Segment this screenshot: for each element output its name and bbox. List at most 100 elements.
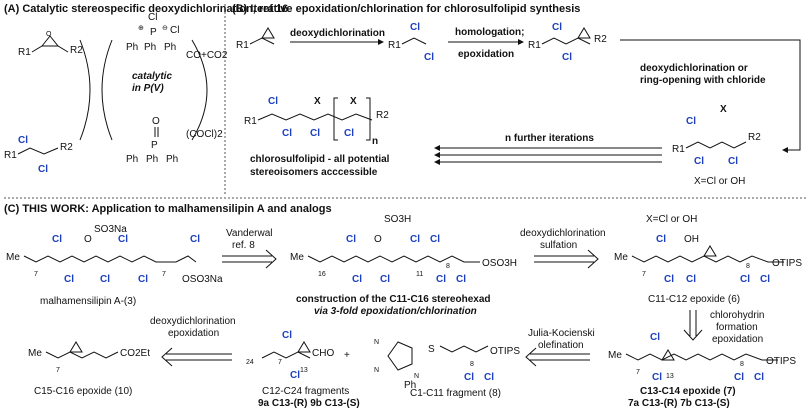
c-cl-13: Cl <box>456 274 466 285</box>
b-n: n <box>372 136 378 147</box>
c-fragments9-1: C12-C24 fragments <box>262 386 349 397</box>
c-13-2: 13 <box>300 367 308 374</box>
ph-mid: Ph <box>144 42 156 53</box>
b-x: X <box>720 104 727 115</box>
c-cl-9: Cl <box>380 274 390 285</box>
c-cl-20: Cl <box>652 372 662 383</box>
c-o-2: O <box>374 234 382 245</box>
r1-label: R1 <box>18 47 31 58</box>
c-so3na: SO3Na <box>94 224 127 235</box>
phosphine-oxide: O P Ph Ph Ph <box>126 116 178 165</box>
cycle-arrow-right <box>191 39 208 141</box>
c-epoxide10: C15-C16 epoxide (10) <box>34 386 132 397</box>
b-x-2: X <box>314 96 321 107</box>
byproduct-label: CO+CO2 <box>186 50 228 61</box>
epoxide-10-structure: Me 7 CO2Et <box>28 341 150 374</box>
c-otips-2: OTIPS <box>766 356 796 367</box>
c-8-3: 8 <box>740 361 744 368</box>
cycle-arrow-left <box>101 39 113 141</box>
b-step3a: deoxydichlorination or <box>640 63 748 74</box>
c-cl-12: Cl <box>436 274 446 285</box>
c-cl-14: Cl <box>656 234 666 245</box>
c-cl-2: Cl <box>64 274 74 285</box>
panel-a-title: (A) Catalytic stereospecific deoxydichlo… <box>4 3 288 15</box>
c-n-3: N <box>414 373 419 380</box>
ph-left: Ph <box>126 42 138 53</box>
c-cl-3: Cl <box>100 274 110 285</box>
c-chlorohydrin2: formation <box>716 322 758 333</box>
b-caption2: stereoisomers acccessible <box>250 167 378 178</box>
c-cl-5: Cl <box>138 274 148 285</box>
r1-label-2: R1 <box>4 150 17 161</box>
ph-right: Ph <box>164 42 176 53</box>
c-16: 16 <box>318 271 326 278</box>
stereohexad-structure: Me 16 Cl Cl O SO3H Cl Cl 11 Cl 8 Cl Cl O… <box>290 214 517 285</box>
phosphorus-p: P <box>150 27 157 38</box>
c-13-1: 13 <box>666 373 674 380</box>
c-cl-17: Cl <box>740 274 750 285</box>
c-cl-8: Cl <box>352 274 362 285</box>
b-step2b: epoxidation <box>458 49 514 60</box>
c-cl-4: Cl <box>118 234 128 245</box>
c-me-1: Me <box>6 252 20 263</box>
c-chlorohydrin3: epoxidation <box>712 334 763 345</box>
b-caption1: chlorosulfolipid - all potential <box>250 154 390 165</box>
oxide-ph-mid: Ph <box>146 154 158 165</box>
b-r1-2: R1 <box>388 40 401 51</box>
c-malhamensilipin-label: malhamensilipin A-(3) <box>40 296 136 307</box>
c-cl-11: Cl <box>430 234 440 245</box>
c-me-3: Me <box>614 252 628 263</box>
c-o-1: O <box>84 234 92 245</box>
minus-charge: ⊖ <box>162 25 168 32</box>
b-cl-9: Cl <box>282 128 292 139</box>
b-step2a: homologation; <box>455 27 524 38</box>
panel-c-title: (C) THIS WORK: Application to malhamensi… <box>4 203 332 215</box>
catalytic-line1: catalytic <box>132 71 172 82</box>
b-cl-7: Cl <box>728 156 738 167</box>
b-r2-2: R2 <box>748 132 761 143</box>
phosphonium-salt: P ⊕ ⊖ Cl Cl Ph Ph Ph <box>126 12 179 53</box>
b-cl-11: Cl <box>344 128 354 139</box>
r2-label: R2 <box>70 45 83 56</box>
c-7-4: 7 <box>636 369 640 376</box>
c-vanderwal1: Vanderwal <box>226 228 273 239</box>
c-8-4: 8 <box>470 361 474 368</box>
oxide-o: O <box>152 116 160 127</box>
c-7-3: 7 <box>642 271 646 278</box>
c-cl-16: Cl <box>686 274 696 285</box>
b-cl-2: Cl <box>424 52 434 63</box>
oxide-ph-right: Ph <box>166 154 178 165</box>
cycle-arrow-left-2 <box>79 39 91 141</box>
c-oh: OH <box>684 234 699 245</box>
c-me-4: Me <box>608 350 622 361</box>
c-oso3na: OSO3Na <box>182 274 223 285</box>
c-oso3h: OSO3H <box>482 258 517 269</box>
oxide-p: P <box>151 140 158 151</box>
p-cl: Cl <box>148 12 157 23</box>
c-cho: CHO <box>312 348 334 359</box>
c-cl-10: Cl <box>410 234 420 245</box>
c-epoxide7: C13-C14 epoxide (7) <box>640 386 736 397</box>
chlorosulfolipid-structure: R1 Cl X X Cl Cl Cl R2 n <box>244 96 389 147</box>
b-cl-1: Cl <box>410 22 420 33</box>
malhamensilipin-structure: Me 7 Cl Cl O SO3Na Cl Cl Cl 7 Cl OSO3Na <box>6 224 223 285</box>
c-fragments9-2: 9a C13-(R) 9b C13-(S) <box>258 398 360 409</box>
b-x-3: X <box>350 96 357 107</box>
c-co2et: CO2Et <box>120 348 150 359</box>
b-cl-3: Cl <box>552 22 562 33</box>
panel-a-dichloride: Cl R1 R2 Cl <box>4 135 73 175</box>
panel-b: (B) Iterative epoxidation/chlorination f… <box>232 3 801 187</box>
c-cl-21: Cl <box>734 372 744 383</box>
c-plus: + <box>344 350 350 361</box>
b-cl-5: Cl <box>686 116 696 127</box>
cl-top: Cl <box>18 135 28 146</box>
c-cl-1: Cl <box>52 234 62 245</box>
c-cl-25: Cl <box>282 330 292 341</box>
cl-bottom: Cl <box>38 164 48 175</box>
oxide-ph-left: Ph <box>126 154 138 165</box>
b-r2: R2 <box>594 34 607 45</box>
c-de2: epoxidation <box>168 328 219 339</box>
c-ph: Ph <box>404 380 416 391</box>
c-vanderwal2: ref. 8 <box>232 240 255 251</box>
